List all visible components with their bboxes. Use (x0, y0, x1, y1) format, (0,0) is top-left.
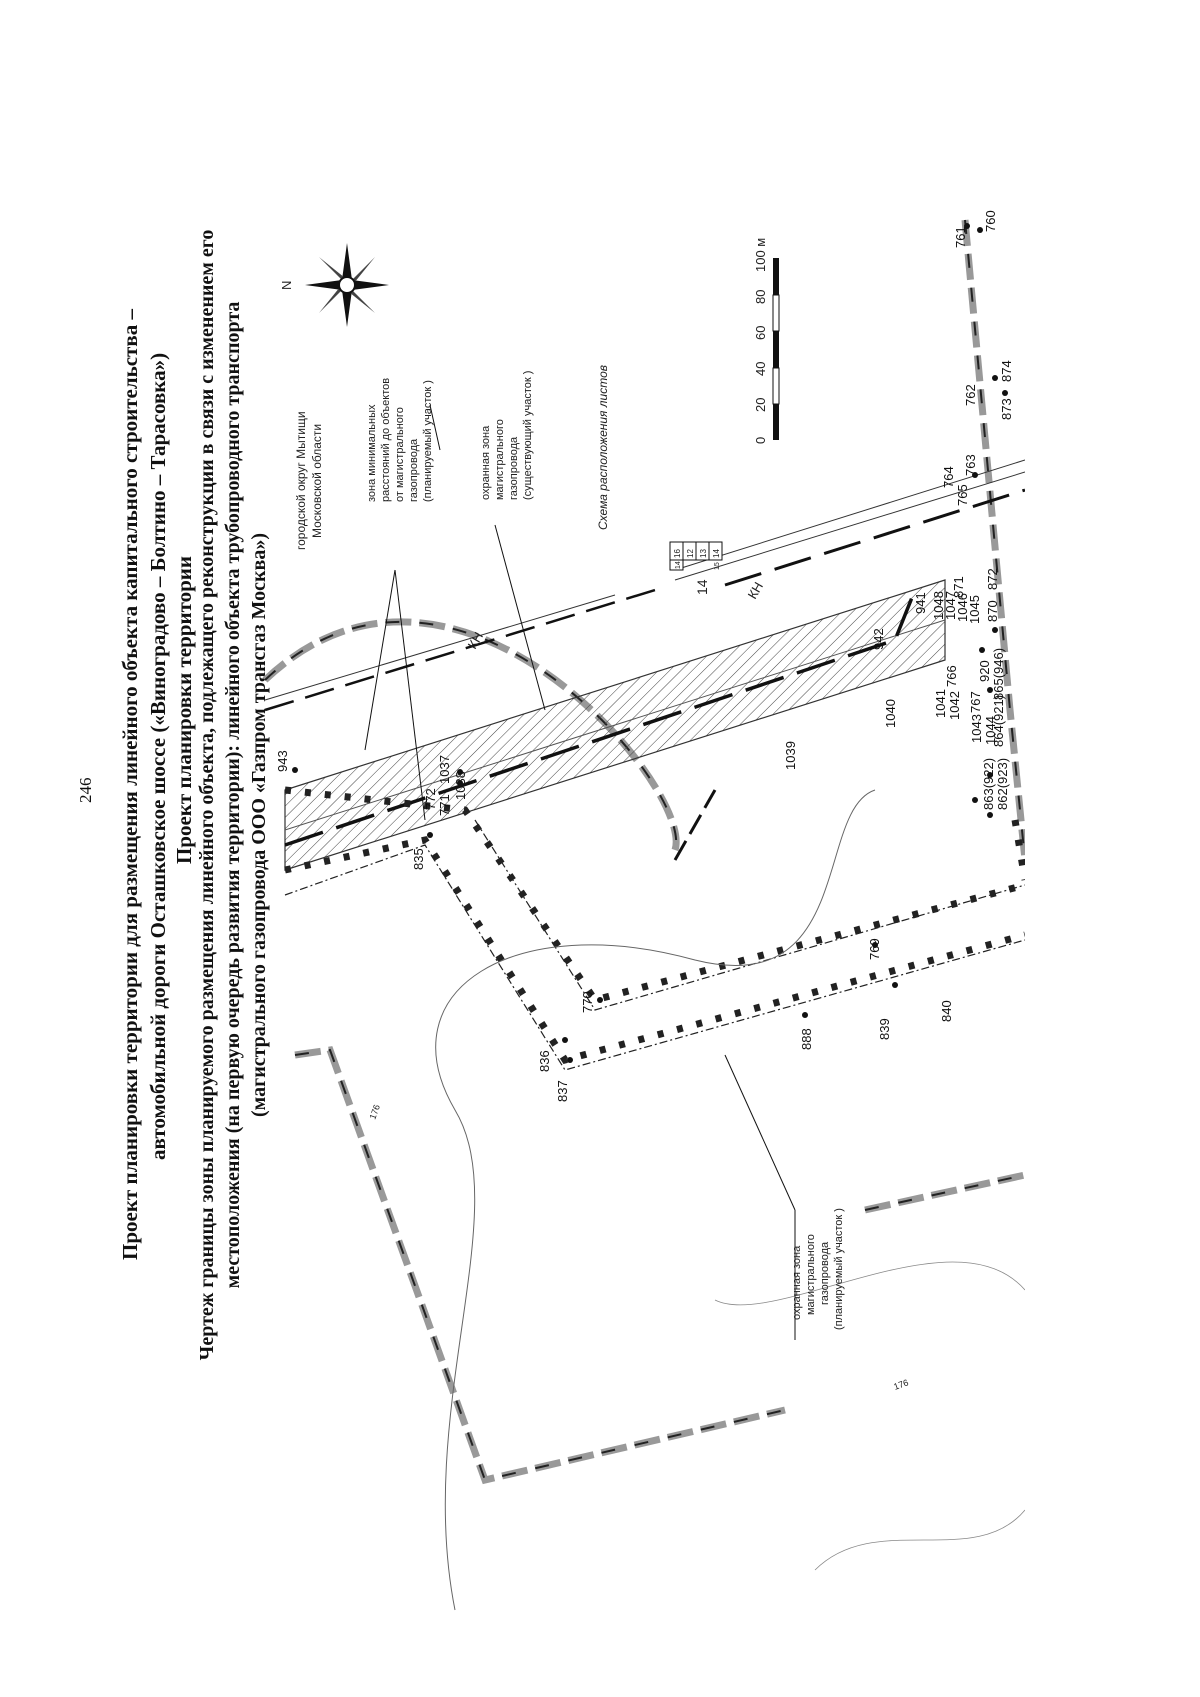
point-763: 763 (963, 454, 978, 476)
dashed-road (264, 588, 656, 712)
point-762: 762 (963, 384, 978, 406)
sheet-index-14: 14 (675, 561, 682, 569)
point-1040: 1040 (883, 699, 898, 728)
point-839: 839 (877, 1018, 892, 1040)
map-drawing: N 0 20 40 60 80 100 м городской округ Мы… (262, 210, 1025, 1611)
point-837: 837 (555, 1080, 570, 1102)
point-771: 771 (437, 794, 452, 816)
point-761: 761 (953, 226, 968, 248)
sheet-number: 14 (694, 579, 710, 595)
point-941: 941 (913, 592, 928, 614)
title-line-4: Чертеж границы зоны планируемого размеще… (196, 229, 218, 1361)
district-label-1: городской округ Мытищи (294, 411, 308, 550)
point-863: 863(922) (981, 758, 996, 810)
point-760: 760 (983, 210, 998, 232)
point-870: 870 (985, 600, 1000, 622)
point-772: 772 (423, 788, 438, 810)
point-836: 836 (537, 1050, 552, 1072)
point-1043: 1043 (969, 714, 984, 743)
contour-label-2: 176 (892, 1377, 910, 1392)
point-920: 920 (977, 660, 992, 682)
scale-tick-0: 0 (753, 437, 768, 444)
point-1046: 1046 (955, 593, 970, 622)
point-942: 942 (871, 628, 886, 650)
zone-min-label-2: расстояний до объектов (380, 378, 392, 502)
point-767: 767 (968, 691, 983, 713)
sheet-index-16: 16 (673, 549, 682, 558)
sheet-index-15: 15 (714, 562, 721, 570)
kn-label-2: КН (745, 579, 766, 601)
protected-existing-label-1: охранная зона (480, 425, 492, 500)
protected-planned-label-1: охранная зона (791, 1245, 803, 1320)
point-888: 888 (799, 1028, 814, 1050)
point-770: 770 (580, 991, 595, 1013)
point-1045: 1045 (967, 595, 982, 624)
title-line-2: автомобильной дороги Осташковское шоссе … (146, 352, 170, 1160)
zone-min-label-4: газопровода (408, 438, 420, 502)
point-873: 873 (999, 398, 1014, 420)
road-line-upper (264, 594, 616, 701)
point-874: 874 (999, 360, 1014, 382)
scale-tick-80: 80 (753, 290, 768, 304)
sheet-index-14b: 14 (712, 549, 721, 558)
point-1038: 1038 (453, 771, 468, 800)
point-769: 769 (867, 938, 882, 960)
point-1042: 1042 (947, 691, 962, 720)
title-line-3: Проект планировки территории (172, 555, 196, 865)
road-dash-kn (724, 488, 1025, 587)
protected-planned-label-2: магистрального (805, 1234, 817, 1315)
zone-min-label-3: от магистрального (394, 407, 406, 502)
point-943: 943 (275, 750, 290, 772)
point-835: 835 (411, 848, 426, 870)
pipeline-line (284, 589, 917, 847)
point-865: 865(946) (991, 648, 1006, 700)
sheet-index-13: 13 (699, 549, 708, 558)
point-1039: 1039 (783, 741, 798, 770)
title-line-5: местоположения (на первую очередь развит… (222, 301, 244, 1289)
sheet-layout-label: Схема расположения листов (596, 365, 610, 530)
contour-label-1: 176 (367, 1103, 382, 1121)
scale-tick-100: 100 м (753, 238, 768, 272)
point-872: 872 (985, 568, 1000, 590)
district-label-2: Московской области (310, 424, 324, 538)
point-1044: 1044 (983, 716, 998, 745)
point-766: 766 (944, 665, 959, 687)
point-1047: 1047 (943, 591, 958, 620)
protected-existing-label-2: магистрального (494, 419, 506, 500)
boundary-right (961, 219, 1025, 861)
point-864: 864(921) (991, 695, 1006, 747)
point-840: 840 (939, 1000, 954, 1022)
scale-bar (772, 258, 780, 440)
zone-min-label-1: зона минимальных (366, 404, 378, 502)
scale-tick-40: 40 (753, 362, 768, 376)
contour-line (435, 789, 876, 1611)
sheet-index (669, 541, 723, 571)
title-line-1: Проект планировки территории для размеще… (118, 309, 142, 1260)
north-label: N (279, 281, 294, 290)
zone-min-label-5: (планируемый участок ) (422, 380, 434, 502)
protected-planned-label-4: (планируемый участок ) (833, 1208, 845, 1330)
planned-zone-dots (284, 836, 1025, 1065)
protected-existing-label-3: газопровода (508, 436, 520, 500)
sheet-index-12: 12 (686, 549, 695, 558)
point-862: 862(923) (995, 758, 1010, 810)
point-markers (292, 223, 1008, 1063)
scale-tick-60: 60 (753, 326, 768, 340)
point-1048: 1048 (931, 591, 946, 620)
page-number: 246 (76, 777, 95, 804)
point-764: 764 (941, 466, 956, 488)
scale-tick-20: 20 (753, 398, 768, 412)
protected-existing-label-4: (существующий участок ) (522, 371, 534, 500)
point-871: 871 (951, 576, 966, 598)
planned-zone-outer (284, 844, 1025, 1071)
point-765: 765 (955, 484, 970, 506)
kn-label-1: КН (465, 629, 486, 651)
protected-planned-label-3: газопровода (819, 1241, 831, 1305)
point-1037: 1037 (437, 755, 452, 784)
compass-rose-icon (305, 243, 389, 327)
point-1041: 1041 (933, 689, 948, 718)
